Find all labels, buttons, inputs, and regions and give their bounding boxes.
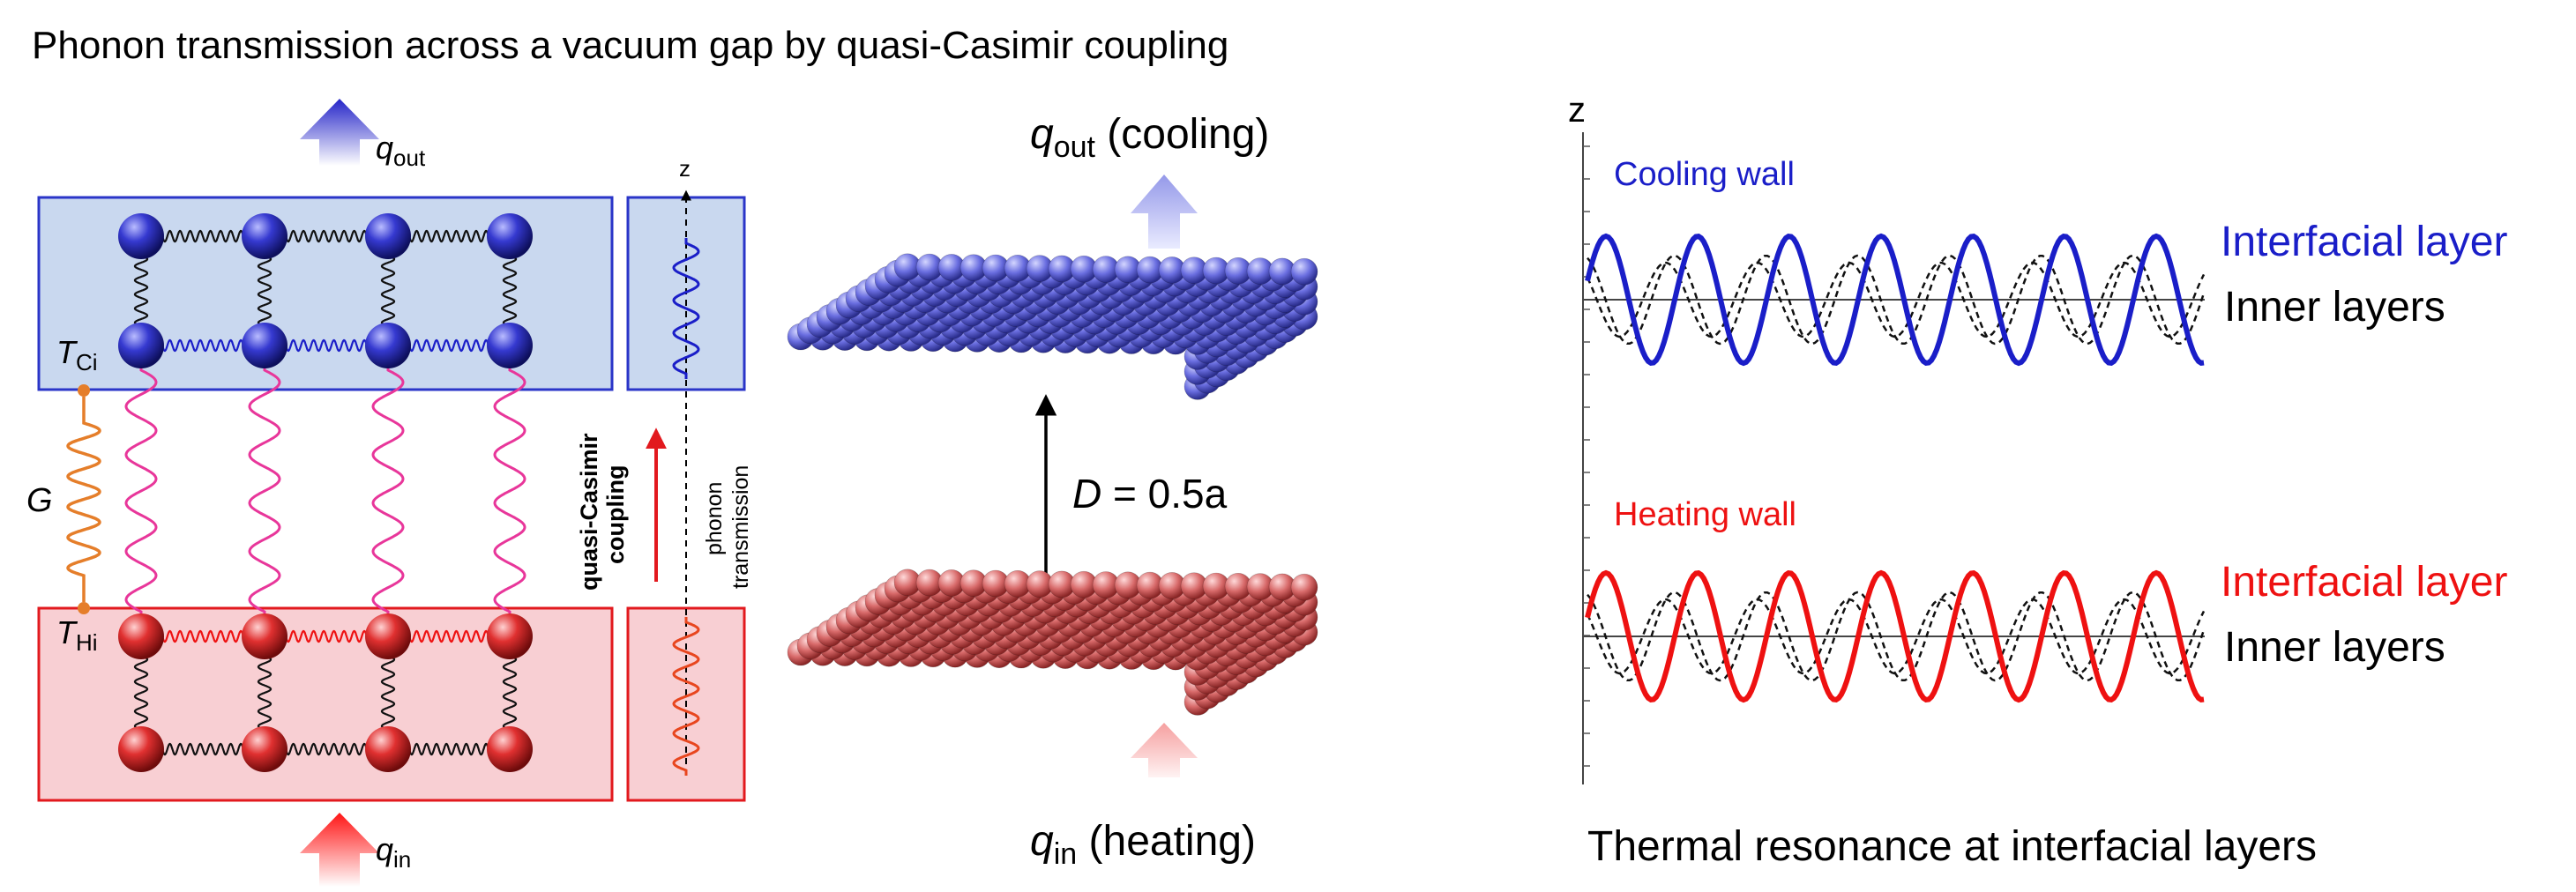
spring-cool-inner-2 [265, 338, 388, 353]
heating-wall-label: Heating wall [1614, 496, 1796, 533]
atom-cool-1-2 [242, 213, 287, 259]
g-spring-top-node [78, 384, 90, 397]
spring-cool-vertical-1 [133, 236, 149, 346]
right-panel: z Cooling wall Interfacial layer Inner l… [1568, 91, 2507, 870]
spring-heat-bottom-1 [141, 742, 265, 756]
g-spring-coil [66, 397, 101, 602]
coupling-label-2: coupling [602, 465, 629, 564]
thermal-conductance-spring [66, 397, 101, 602]
spring-heat-bottom-3 [388, 742, 510, 756]
t-ci-label: TCi [56, 334, 98, 375]
cooling-wall-label: Cooling wall [1614, 156, 1795, 193]
heating-slab-atom [1290, 573, 1318, 601]
right-z-label: z [1568, 91, 1586, 130]
quasi-casimir-spring-3 [371, 363, 405, 619]
atom-heat-2-4 [487, 726, 533, 772]
inset-z-label: z [679, 155, 691, 182]
heating-interfacial-layer [1585, 569, 2205, 703]
t-hi-label: THi [56, 614, 98, 656]
spring-cool-vertical-2 [257, 236, 273, 346]
spring-heat-inner-2 [265, 629, 388, 643]
mid-q-out-label: qout (cooling) [1030, 111, 1269, 164]
spring-heat-vertical-1 [133, 636, 149, 749]
spring-cool-top-1 [141, 229, 265, 243]
cooling-interfacial-label: Interfacial layer [2221, 219, 2507, 265]
atom-cool-2-4 [487, 323, 533, 368]
atom-cool-1-1 [118, 213, 164, 259]
middle-panel: qout (cooling) D = 0.5a qin (heating) [787, 111, 1318, 871]
spring-cool-top-2 [265, 229, 388, 243]
atom-heat-1-4 [487, 613, 533, 659]
quasi-casimir-spring-1 [124, 363, 158, 619]
spring-heat-vertical-3 [380, 636, 396, 749]
heating-waves [1585, 569, 2206, 703]
atom-heat-1-1 [118, 613, 164, 659]
spring-cool-vertical-3 [380, 236, 396, 346]
g-spring-bottom-node [78, 602, 90, 614]
right-caption: Thermal resonance at interfacial layers [1587, 823, 2317, 870]
transmission-label-2: transmission [728, 465, 753, 589]
left-panel: qout z G TCi THi quasi-Casimir coupling … [26, 99, 753, 887]
q-in-label: qin [376, 831, 411, 873]
spring-heat-bottom-2 [265, 742, 388, 756]
spring-cool-inner-1 [141, 338, 265, 353]
spring-heat-inner-1 [141, 629, 265, 643]
atom-cool-2-2 [242, 323, 287, 368]
cooling-interfacial-layer [1585, 233, 2205, 367]
right-axis-ticks [1583, 145, 1590, 767]
q-out-arrow [300, 99, 379, 166]
transmission-label-1: phonon [702, 482, 727, 555]
atom-cool-2-1 [118, 323, 164, 368]
inset-cool-wave [672, 238, 700, 379]
figure-title: Phonon transmission across a vacuum gap … [32, 24, 1228, 67]
spring-cool-top-3 [388, 229, 510, 243]
mid-q-in-arrow [1131, 723, 1198, 777]
mid-q-out-arrow [1131, 175, 1198, 249]
spring-cool-vertical-4 [502, 236, 518, 346]
mid-q-in-label: qin (heating) [1030, 818, 1256, 871]
spring-heat-vertical-2 [257, 636, 273, 749]
quasi-casimir-springs [124, 363, 526, 619]
spring-cool-inner-3 [388, 338, 510, 353]
atom-heat-1-3 [365, 613, 411, 659]
atom-heat-2-3 [365, 726, 411, 772]
q-out-label: qout [376, 130, 426, 171]
atom-heat-2-1 [118, 726, 164, 772]
cooling-slab-atom [1290, 257, 1318, 286]
atom-cool-1-4 [487, 213, 533, 259]
atom-heat-1-2 [242, 613, 287, 659]
spring-heat-vertical-4 [502, 636, 518, 749]
inset-heat-wave [672, 617, 700, 776]
cooling-inner-label: Inner layers [2224, 284, 2445, 331]
heating-inner-label: Inner layers [2224, 624, 2445, 671]
lattice-springs [133, 229, 518, 756]
coupling-label-1: quasi-Casimir [576, 433, 602, 591]
atom-heat-2-2 [242, 726, 287, 772]
cooling-inner-layer-1 [1587, 254, 2206, 346]
heating-slab [787, 569, 1318, 716]
atom-cool-1-3 [365, 213, 411, 259]
cooling-slab [787, 253, 1318, 400]
atom-cool-2-3 [365, 323, 411, 368]
quasi-casimir-spring-2 [248, 363, 281, 619]
g-label: G [26, 482, 53, 519]
lattice-atoms [118, 213, 533, 772]
quasi-casimir-spring-4 [493, 363, 526, 619]
q-in-arrow [300, 813, 379, 887]
heating-interfacial-label: Interfacial layer [2221, 559, 2507, 606]
spring-heat-inner-3 [388, 629, 510, 643]
gap-label: D = 0.5a [1072, 471, 1228, 517]
cooling-waves [1585, 233, 2206, 367]
inset-waves [672, 238, 700, 776]
heating-inner-layer-1 [1587, 591, 2206, 682]
